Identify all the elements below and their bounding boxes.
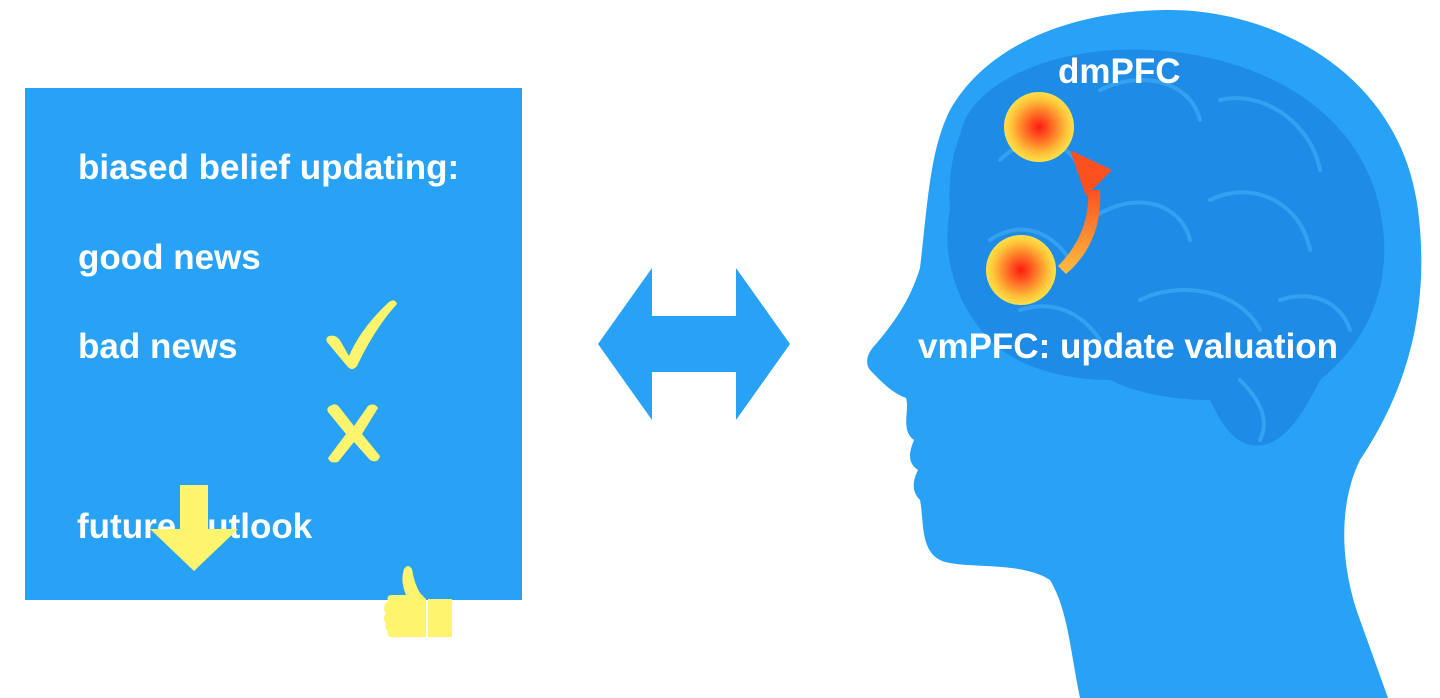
dmpfc-hotspot bbox=[1004, 92, 1074, 162]
panel-heading: biased belief updating: bbox=[78, 148, 460, 187]
down-arrow-icon bbox=[150, 485, 238, 571]
cross-icon bbox=[327, 404, 380, 463]
vmpfc-label: vmPFC: update valuation bbox=[918, 327, 1339, 366]
vmpfc-hotspot bbox=[986, 235, 1056, 305]
bad-news-label: bad news bbox=[78, 327, 238, 366]
belief-updating-panel: biased belief updating: good news bad ne… bbox=[25, 88, 522, 637]
dmpfc-label: dmPFC bbox=[1058, 52, 1181, 91]
good-news-label: good news bbox=[78, 238, 261, 277]
check-icon bbox=[326, 300, 397, 369]
head-silhouette bbox=[867, 10, 1422, 698]
curved-arrow-icon bbox=[1058, 150, 1112, 274]
thumbs-up-icon bbox=[384, 566, 452, 637]
double-arrow-icon bbox=[598, 268, 790, 420]
